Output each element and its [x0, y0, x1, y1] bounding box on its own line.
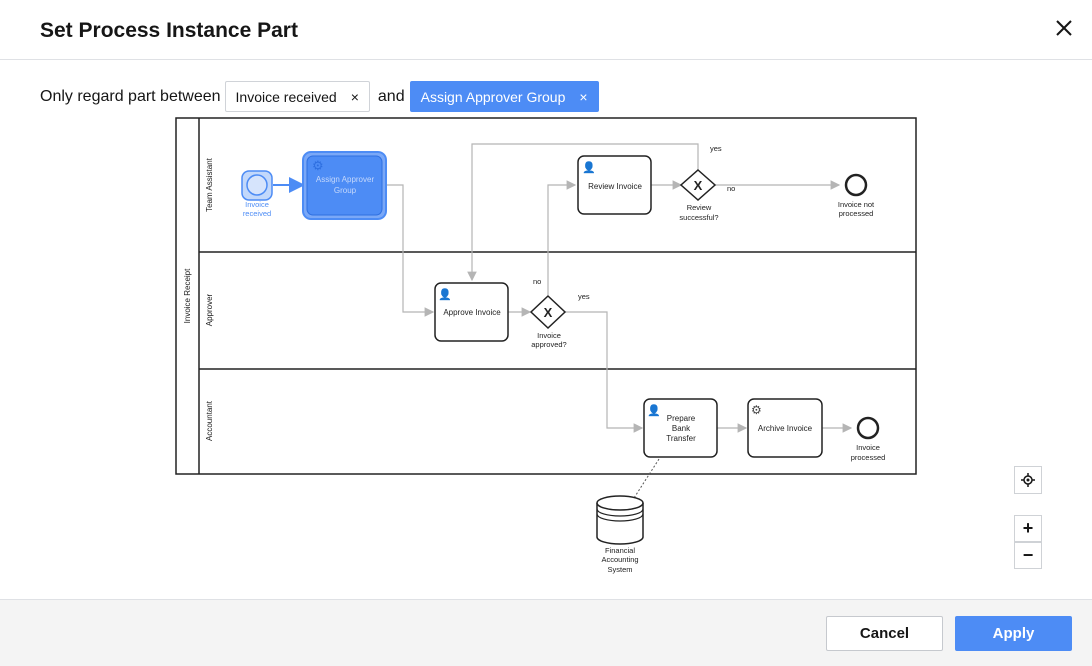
flow-label-review-yes: yes	[710, 144, 722, 153]
dialog-header: Set Process Instance Part	[0, 0, 1092, 60]
close-button[interactable]	[1050, 14, 1078, 42]
flow-label-approve-no: no	[533, 277, 541, 286]
user-icon: 👤	[438, 288, 452, 301]
zoom-in-label: +	[1022, 518, 1034, 538]
lane-label-approver: Approver	[205, 293, 214, 326]
fit-view-button[interactable]	[1014, 466, 1042, 494]
bpmn-diagram[interactable]: Invoice Receipt Team Assistant Approver …	[0, 0, 1092, 600]
gear-icon: ⚙	[751, 403, 762, 417]
flow-label-approve-yes: yes	[578, 292, 590, 301]
svg-text:X: X	[544, 305, 553, 320]
task-archive-label: Archive Invoice	[758, 424, 813, 433]
gateway-review-successful[interactable]: X	[679, 168, 717, 202]
apply-button[interactable]: Apply	[955, 616, 1072, 651]
datastore-financial-accounting[interactable]	[596, 495, 644, 545]
filter-row: Only regard part between Invoice receive…	[40, 80, 599, 113]
remove-end-node-icon[interactable]: ×	[579, 88, 588, 105]
dialog-title: Set Process Instance Part	[40, 19, 298, 42]
task-prepare-bank-transfer[interactable]	[643, 398, 718, 458]
dialog-footer: Cancel Apply	[0, 599, 1092, 666]
remove-start-node-icon[interactable]: ×	[350, 88, 359, 105]
flow-label-review-no: no	[727, 184, 735, 193]
task-archive-invoice[interactable]	[747, 398, 823, 458]
filter-connector: and	[377, 87, 405, 105]
lane-label-team-assistant: Team Assistant	[205, 157, 214, 212]
task-approve-invoice[interactable]	[434, 282, 509, 342]
zoom-out-label: −	[1022, 545, 1034, 565]
lane-label-accountant: Accountant	[205, 400, 214, 441]
svg-text:X: X	[694, 178, 703, 193]
end-event-not-processed[interactable]	[844, 173, 868, 197]
start-node-chip-label: Invoice received	[235, 88, 337, 105]
crosshair-icon	[1021, 473, 1035, 487]
zoom-in-button[interactable]: +	[1014, 515, 1042, 542]
end-node-chip[interactable]: Assign Approver Group ×	[409, 81, 599, 112]
end-node-chip-label: Assign Approver Group	[420, 88, 566, 105]
start-node-chip[interactable]: Invoice received ×	[224, 81, 370, 112]
task-review-invoice[interactable]	[577, 155, 652, 215]
start-event-invoice-received[interactable]	[241, 170, 273, 201]
task-approve-label: Approve Invoice	[443, 308, 501, 317]
task-review-label: Review Invoice	[588, 182, 642, 191]
end-event-processed[interactable]	[856, 416, 880, 440]
task-assign-approver-group[interactable]	[302, 151, 387, 220]
zoom-out-button[interactable]: −	[1014, 542, 1042, 569]
gear-icon: ⚙	[312, 158, 324, 173]
user-icon: 👤	[647, 404, 661, 417]
user-icon: 👤	[582, 161, 596, 174]
pool-label: Invoice Receipt	[183, 268, 192, 323]
close-icon	[1056, 20, 1072, 36]
cancel-button[interactable]: Cancel	[826, 616, 943, 651]
gateway-invoice-approved[interactable]: X	[529, 294, 567, 330]
filter-label: Only regard part between	[40, 87, 221, 105]
